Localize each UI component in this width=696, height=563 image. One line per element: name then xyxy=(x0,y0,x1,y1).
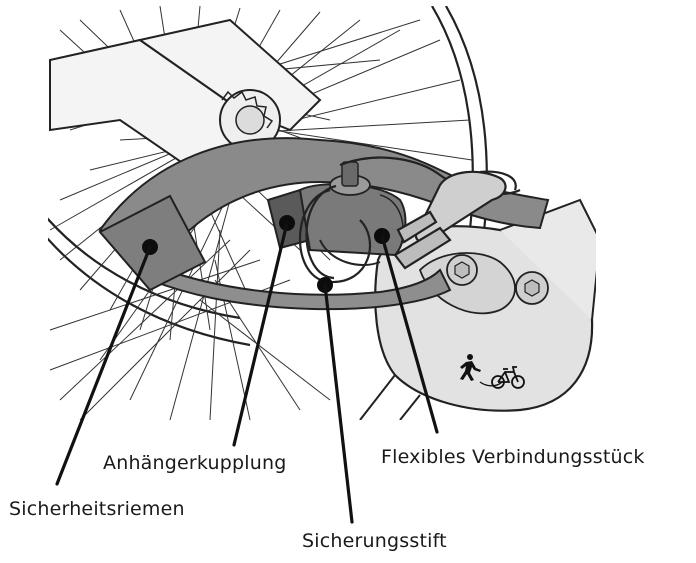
label-sicherheitsriemen: Sicherheitsriemen xyxy=(9,498,185,520)
label-anhaengerkupplung: Anhängerkupplung xyxy=(103,452,287,474)
label-sicherungsstift: Sicherungsstift xyxy=(302,530,447,552)
wheel-drawing xyxy=(40,6,600,420)
label-flexibles-verbindungsstueck: Flexibles Verbindungsstück xyxy=(381,446,645,468)
